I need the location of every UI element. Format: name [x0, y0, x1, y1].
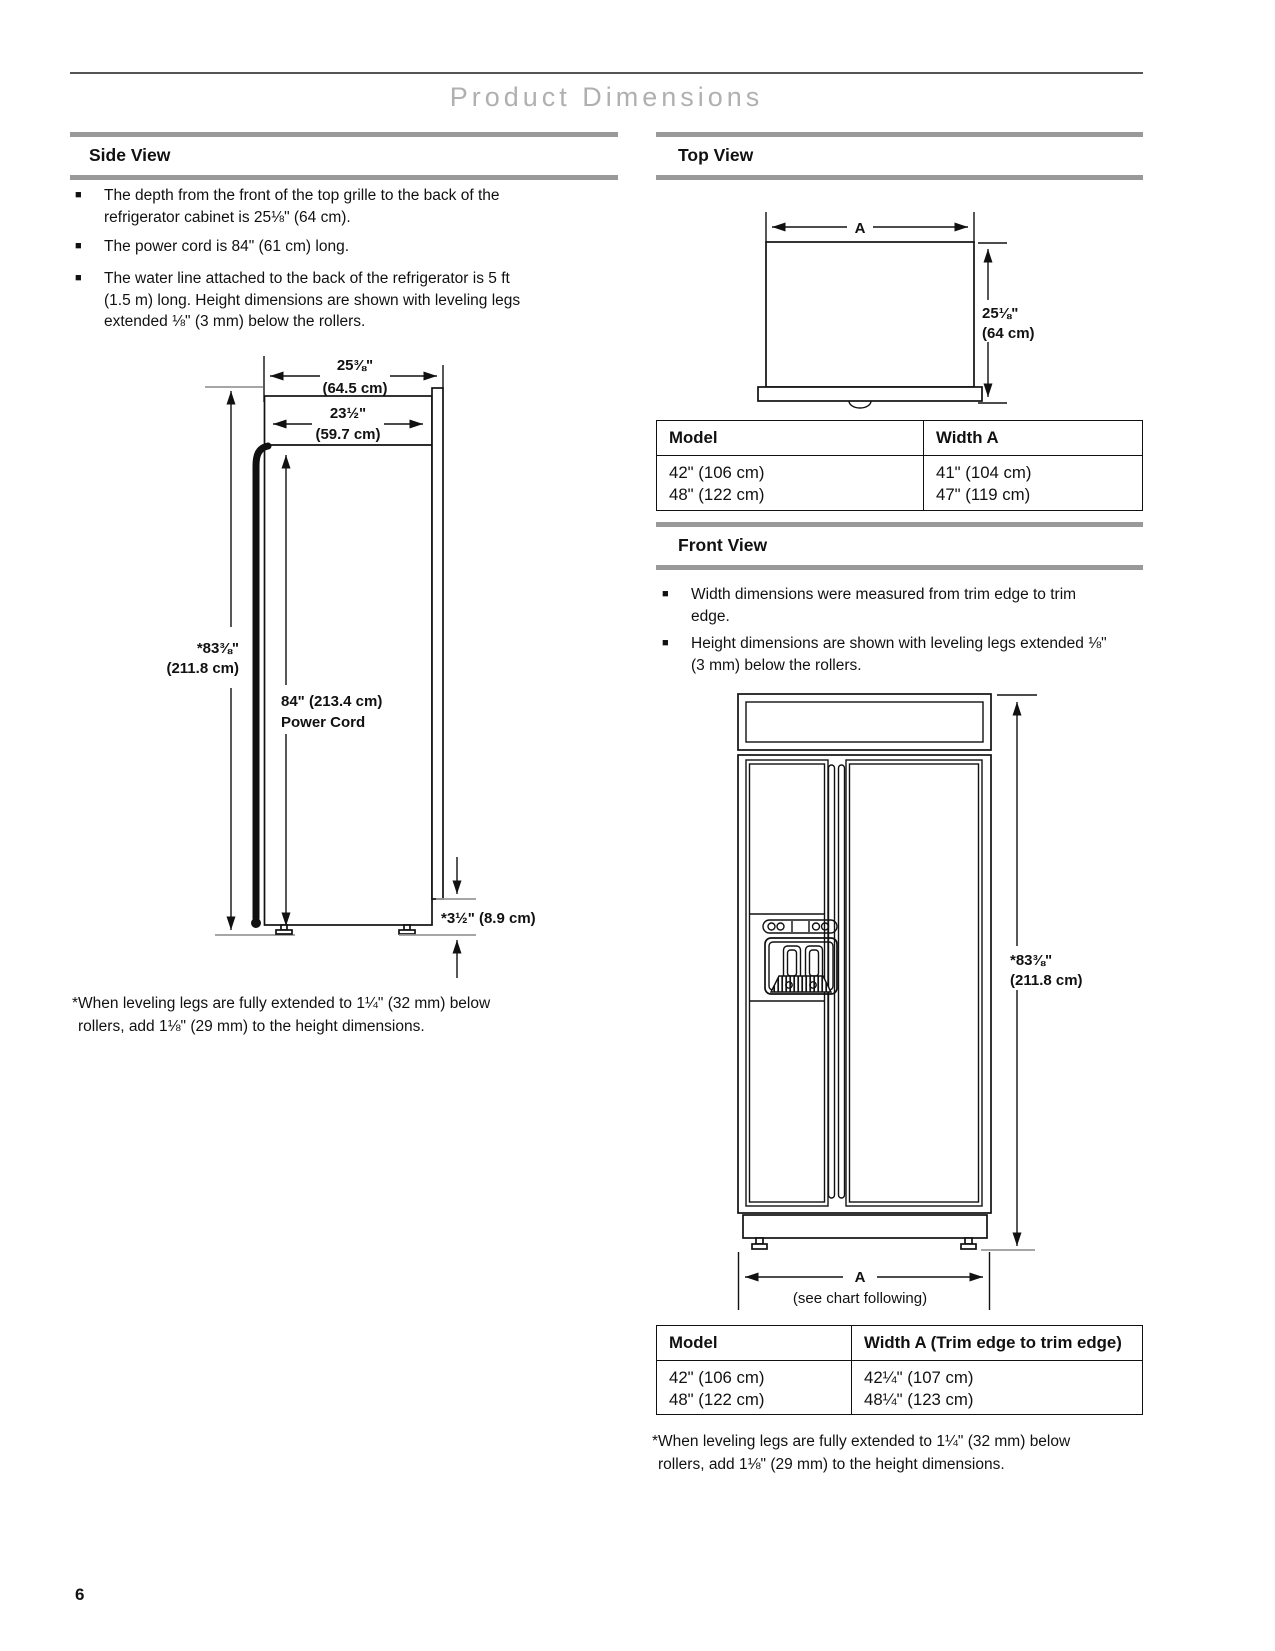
- front-view-heading: Front View: [678, 535, 768, 555]
- side-view-diagram: *83⅜" (211.8 cm) 25⅜" (64.5 cm) 23½" (59…: [166, 356, 536, 978]
- front-cabinet-outline: [737, 754, 992, 1214]
- top-cabinet-outline: [757, 241, 983, 409]
- table-cell-line: 42" (106 cm): [669, 463, 765, 482]
- bullet-line: Height dimensions are shown with levelin…: [691, 635, 1107, 652]
- front-dispenser: [749, 913, 838, 1002]
- table-cell-line: 42" (106 cm): [669, 1368, 765, 1387]
- footnote-line: *When leveling legs are fully extended t…: [652, 1433, 1071, 1450]
- divider-bar: [656, 565, 1143, 570]
- top-view-table: Model Width A 42" (106 cm) 48" (122 cm) …: [656, 420, 1143, 511]
- top-view-section-header: Top View: [656, 132, 1143, 180]
- table-header-model: Model: [669, 1333, 718, 1352]
- bullet-line: extended ⅛" (3 mm) below the rollers.: [104, 313, 366, 330]
- top-view-heading: Top View: [678, 145, 754, 165]
- bullet-line: Width dimensions were measured from trim…: [691, 586, 1077, 603]
- table-cell-widths: 41" (104 cm) 47" (119 cm): [923, 456, 1142, 510]
- side-depth-cabinet-dimension: 23½" (59.7 cm): [273, 405, 423, 443]
- table-cell-models: 42" (106 cm) 48" (122 cm): [657, 456, 923, 510]
- power-cord-dimension: 84" (213.4 cm) Power Cord: [281, 455, 382, 926]
- bullet-square-icon: ■: [662, 637, 669, 649]
- table-cell-line: 41" (104 cm): [936, 463, 1032, 482]
- side-height-label-in: *83⅜": [197, 640, 239, 657]
- side-cabinet-outline: [263, 387, 444, 926]
- side-depth-cabinet-in: 23½": [330, 405, 366, 422]
- front-view-footnote: *When leveling legs are fully extended t…: [652, 1430, 1070, 1476]
- front-view-bullet-2: ■ Height dimensions are shown with level…: [662, 633, 1137, 676]
- table-header-width-a: Width A: [923, 421, 1142, 455]
- table-header-model: Model: [669, 428, 718, 447]
- side-view-heading: Side View: [89, 145, 171, 165]
- table-cell-line: 48¼" (123 cm): [864, 1389, 974, 1409]
- front-width-dimension: A (see chart following): [737, 1252, 991, 1310]
- bullet-square-icon: ■: [75, 272, 82, 284]
- bullet-square-icon: ■: [75, 189, 82, 201]
- table-cell-line: 48" (122 cm): [669, 484, 765, 504]
- dispenser-grate: [769, 975, 833, 993]
- bullet-line: (3 mm) below the rollers.: [691, 656, 862, 674]
- bullet-square-icon: ■: [662, 588, 669, 600]
- power-cord-label-1: 84" (213.4 cm): [281, 693, 382, 710]
- side-view-bullet-3: ■ The water line attached to the back of…: [75, 268, 610, 333]
- bullet-line: The water line attached to the back of t…: [104, 270, 510, 287]
- side-depth-total-dimension: 25⅜" (64.5 cm): [263, 356, 444, 402]
- table-cell-line: 48" (122 cm): [669, 1389, 765, 1409]
- table-header-width-a-trim: Width A (Trim edge to trim edge): [851, 1326, 1142, 1360]
- side-view-footnote: *When leveling legs are fully extended t…: [72, 992, 490, 1038]
- top-depth-cm: (64 cm): [982, 325, 1035, 342]
- divider-bar: [656, 132, 1143, 137]
- side-depth-cabinet-cm: (59.7 cm): [315, 426, 380, 443]
- front-view-section-header: Front View: [656, 522, 1143, 570]
- front-height-cm: (211.8 cm): [1010, 972, 1083, 989]
- divider-bar: [70, 132, 618, 137]
- table-cell-widths: 42¼" (107 cm) 48¼" (123 cm): [851, 1361, 1142, 1414]
- power-cord-drawing: [251, 442, 272, 928]
- table-cell-models: 42" (106 cm) 48" (122 cm): [657, 1361, 851, 1414]
- side-base-label: *3½" (8.9 cm): [441, 910, 536, 927]
- bullet-line: refrigerator cabinet is 25⅛" (64 cm).: [104, 208, 351, 226]
- side-base-and-legs: [275, 898, 476, 936]
- front-width-note: (see chart following): [793, 1290, 927, 1307]
- top-width-label: A: [855, 220, 866, 237]
- side-view-bullet-2: ■ The power cord is 84" (61 cm) long.: [75, 236, 610, 258]
- bullet-line: The power cord is 84" (61 cm) long.: [104, 238, 349, 255]
- front-base-and-legs: [742, 1214, 1035, 1251]
- footnote-line: rollers, add 1⅛" (29 mm) to the height d…: [78, 1018, 425, 1035]
- bullet-line: The depth from the front of the top gril…: [104, 187, 500, 204]
- bullet-line: (1.5 m) long. Height dimensions are show…: [104, 291, 521, 309]
- front-view-table: Model Width A (Trim edge to trim edge) 4…: [656, 1325, 1143, 1415]
- divider-bar: [656, 175, 1143, 180]
- bullet-line: edge.: [691, 607, 730, 625]
- divider-bar: [70, 175, 618, 180]
- side-height-label-cm: (211.8 cm): [166, 660, 239, 677]
- power-cord-label-2: Power Cord: [281, 714, 365, 731]
- footnote-line: *When leveling legs are fully extended t…: [72, 995, 491, 1012]
- divider-bar: [656, 522, 1143, 527]
- side-base-dimension: *3½" (8.9 cm): [441, 857, 536, 978]
- table-cell-line: 47" (119 cm): [936, 484, 1031, 504]
- front-view-diagram: A (see chart following) *83⅜" (211.8 cm): [737, 693, 1083, 1310]
- front-height-in: *83⅜": [1010, 952, 1052, 969]
- front-grille: [737, 693, 992, 751]
- side-depth-total-cm: (64.5 cm): [322, 380, 387, 397]
- top-depth-dimension: 25⅛" (64 cm): [978, 242, 1035, 404]
- page-number: 6: [75, 1585, 85, 1604]
- table-cell-line: 42¼" (107 cm): [864, 1368, 974, 1387]
- top-width-dimension: A: [765, 212, 975, 242]
- front-view-bullet-1: ■ Width dimensions were measured from tr…: [662, 584, 1137, 627]
- bullet-square-icon: ■: [75, 240, 82, 252]
- front-height-dimension: *83⅜" (211.8 cm): [997, 694, 1083, 1246]
- footnote-line: rollers, add 1⅛" (29 mm) to the height d…: [658, 1456, 1005, 1473]
- page-title: Product Dimensions: [449, 82, 764, 112]
- top-view-diagram: A 25⅛" (64 cm): [757, 212, 1035, 409]
- side-depth-total-in: 25⅜": [337, 357, 373, 374]
- top-depth-in: 25⅛": [982, 305, 1018, 322]
- front-width-label: A: [855, 1269, 866, 1286]
- side-view-section-header: Side View: [70, 132, 618, 180]
- top-rule: [70, 72, 1143, 74]
- side-view-bullet-1: ■ The depth from the front of the top gr…: [75, 185, 610, 228]
- side-height-dimension: *83⅜" (211.8 cm): [166, 386, 295, 936]
